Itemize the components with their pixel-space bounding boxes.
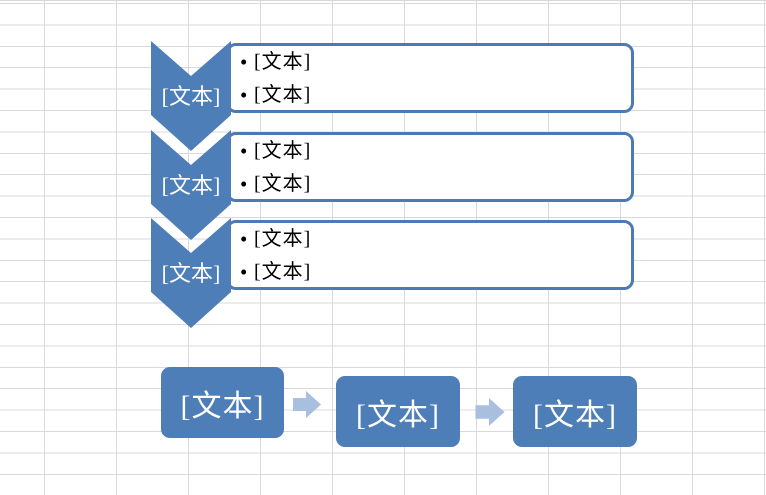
bullet-icon: •	[240, 172, 248, 196]
right-block-arrow-icon[interactable]	[293, 391, 321, 418]
chevron-label: [文本]	[161, 173, 221, 198]
content-box[interactable]	[226, 132, 634, 202]
bullet-item: • [文本]	[240, 46, 620, 79]
bullet-list: • [文本] • [文本]	[240, 46, 620, 112]
bullet-item: • [文本]	[240, 256, 620, 289]
bullet-text: [文本]	[254, 261, 312, 283]
chevron-label: [文本]	[161, 84, 221, 109]
bullet-icon: •	[240, 227, 248, 251]
bullet-item: • [文本]	[240, 79, 620, 112]
right-block-arrow-icon[interactable]	[475, 398, 505, 426]
bullet-text: [文本]	[254, 228, 312, 250]
bullet-item: • [文本]	[240, 135, 620, 168]
bullet-text: [文本]	[254, 173, 312, 195]
bullet-item: • [文本]	[240, 223, 620, 256]
process-step-shape[interactable]: [文本]	[161, 367, 284, 438]
content-box[interactable]	[226, 43, 634, 113]
bullet-list: • [文本] • [文本]	[240, 223, 620, 289]
chevron-shape[interactable]	[151, 41, 231, 151]
bullet-icon: •	[240, 50, 248, 74]
process-step-shape[interactable]: [文本]	[336, 376, 460, 447]
bullet-text: [文本]	[254, 51, 312, 73]
bullet-icon: •	[240, 83, 248, 107]
chevron-shape[interactable]	[151, 218, 231, 328]
chevron-label: [文本]	[161, 261, 221, 286]
process-step-label: [文本]	[180, 389, 265, 423]
bullet-list: • [文本] • [文本]	[240, 135, 620, 201]
bullet-text: [文本]	[254, 84, 312, 106]
chevron-shape[interactable]	[151, 130, 231, 240]
process-step-label: [文本]	[533, 398, 617, 432]
bullet-text: [文本]	[254, 140, 312, 162]
process-step-label: [文本]	[356, 398, 440, 432]
bullet-item: • [文本]	[240, 168, 620, 201]
bullet-icon: •	[240, 139, 248, 163]
process-step-shape[interactable]: [文本]	[513, 376, 637, 447]
bullet-icon: •	[240, 260, 248, 284]
